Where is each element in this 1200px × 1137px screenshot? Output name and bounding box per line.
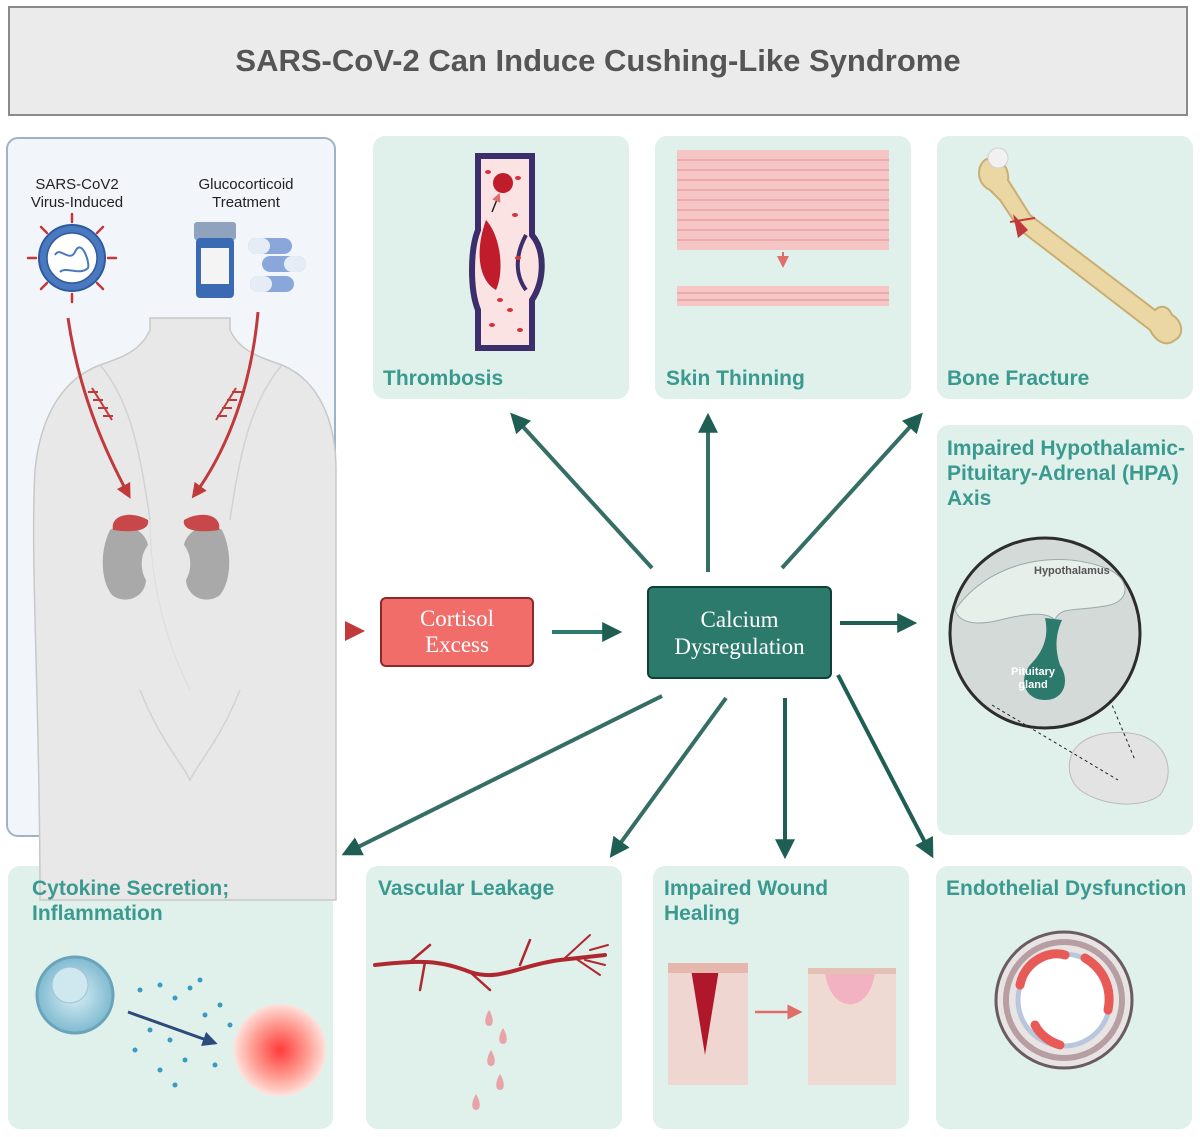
skin-layers-illustration — [677, 150, 889, 306]
cytokine-cell-illustration — [35, 955, 326, 1096]
label-hpa-axis: Impaired Hypothalamic-Pituitary-Adrenal … — [947, 437, 1186, 510]
label-endothelial: Endothelial Dysfunction — [946, 877, 1187, 900]
suture-marks — [88, 387, 242, 421]
virus-icon — [26, 212, 118, 304]
steroid-to-adrenal-arrow — [191, 311, 260, 499]
leak-drops — [472, 1010, 507, 1110]
vascular-branch-illustration — [373, 934, 609, 992]
bone-fracture-illustration — [978, 147, 1183, 345]
effect-arrows — [341, 412, 934, 860]
hpa-brain-illustration — [948, 536, 1169, 805]
vessel-cross-section-illustration — [994, 930, 1134, 1070]
human-body-figure — [32, 317, 337, 901]
label-vascular-leakage: Vascular Leakage — [378, 877, 555, 900]
label-skin-thinning: Skin Thinning — [666, 367, 805, 390]
title-banner: SARS-CoV-2 Can Induce Cushing-Like Syndr… — [8, 6, 1188, 116]
wound-skin-illustration — [668, 963, 896, 1085]
pill-bottle-icon — [194, 222, 306, 298]
label-bone-fracture: Bone Fracture — [947, 367, 1090, 390]
panel-vascular-leakage — [366, 866, 622, 1129]
thrombosis-vessel-illustration — [469, 153, 545, 351]
page-title: SARS-CoV-2 Can Induce Cushing-Like Syndr… — [235, 43, 961, 78]
kidneys-adrenal — [102, 514, 230, 600]
label-thrombosis: Thrombosis — [383, 367, 504, 390]
label-hypothalamus: Hypothalamus — [1034, 565, 1110, 577]
virus-to-adrenal-arrow — [66, 317, 131, 499]
label-cytokine: Cytokine Secretion;Inflammation — [32, 877, 230, 925]
